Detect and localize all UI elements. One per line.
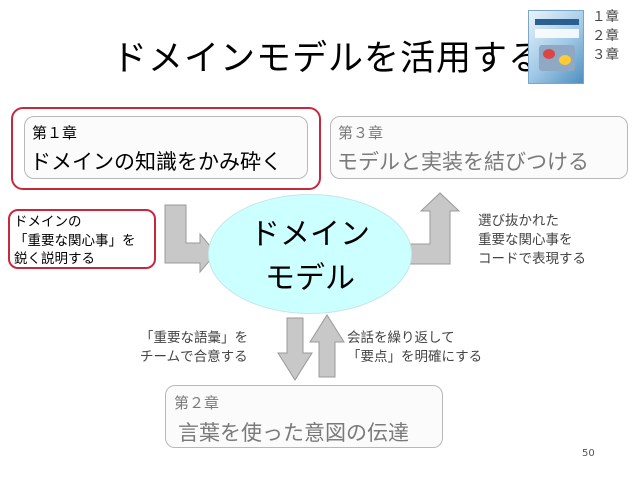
page-number: 50	[582, 448, 595, 459]
bottom-right-note: 会話を繰り返して 「要点」を明確にする	[347, 329, 482, 367]
bottom-right-note-line: 「要点」を明確にする	[347, 349, 483, 365]
chapter-2-label: 第２章	[174, 394, 220, 412]
chapter-2-box: 第２章 言葉を使った意図の伝達	[165, 385, 443, 448]
chapter-1-label: 第１章	[32, 124, 78, 142]
chapter-list: １章 ２章 ３章	[592, 8, 619, 65]
left-note-box: ドメインの 「重要な関心事」を 鋭く説明する	[8, 209, 156, 269]
right-note: 選び抜かれた 重要な関心事を コードで表現する	[478, 212, 586, 269]
left-note-line: ドメインの	[14, 214, 82, 230]
chapter-list-item: ２章	[592, 28, 619, 44]
chapter-1-text: ドメインの知識をかみ砕く	[30, 150, 282, 174]
book-cover-band	[535, 19, 579, 25]
arrow-ch1-to-model	[164, 204, 217, 274]
chapter-3-label: 第３章	[338, 124, 384, 142]
arrow-ch2-to-model	[309, 314, 345, 378]
chapter-2-text: 言葉を使った意図の伝達	[178, 421, 409, 445]
chapter-1-box: 第１章 ドメインの知識をかみ砕く	[24, 116, 308, 179]
bottom-right-note-line: 会話を繰り返して	[347, 330, 455, 346]
book-cover-dot-red	[543, 49, 555, 59]
arrow-model-to-ch3	[409, 192, 461, 265]
right-note-line: 選び抜かれた	[478, 213, 559, 229]
chapter-1-highlight	[11, 107, 321, 190]
left-note-line: 「重要な関心事」を	[14, 232, 136, 249]
bottom-left-note-line: チームで合意する	[140, 349, 248, 365]
domain-model-line-2: モデル	[265, 261, 355, 296]
left-note-line: 鋭く説明する	[14, 251, 95, 267]
right-note-line: 重要な関心事を	[478, 232, 573, 248]
bottom-left-note-line: 「重要な語彙」を	[140, 330, 248, 346]
right-note-line: コードで表現する	[478, 251, 586, 267]
chapter-list-item: １章	[592, 9, 619, 25]
domain-model-line-1: ドメイン	[250, 217, 370, 252]
chapter-list-item: ３章	[592, 47, 619, 63]
slide-title: ドメインモデルを活用する	[112, 39, 545, 79]
bottom-left-note: 「重要な語彙」を チームで合意する	[140, 329, 248, 367]
arrow-model-to-ch2	[277, 317, 313, 381]
book-cover-dot-yellow	[559, 55, 571, 65]
book-cover-image	[528, 10, 584, 84]
chapter-3-text: モデルと実装を結びつける	[337, 150, 589, 174]
chapter-3-box: 第３章 モデルと実装を結びつける	[330, 116, 628, 179]
domain-model-ellipse: ドメイン モデル	[208, 194, 412, 314]
book-cover-title-strip	[535, 29, 579, 38]
